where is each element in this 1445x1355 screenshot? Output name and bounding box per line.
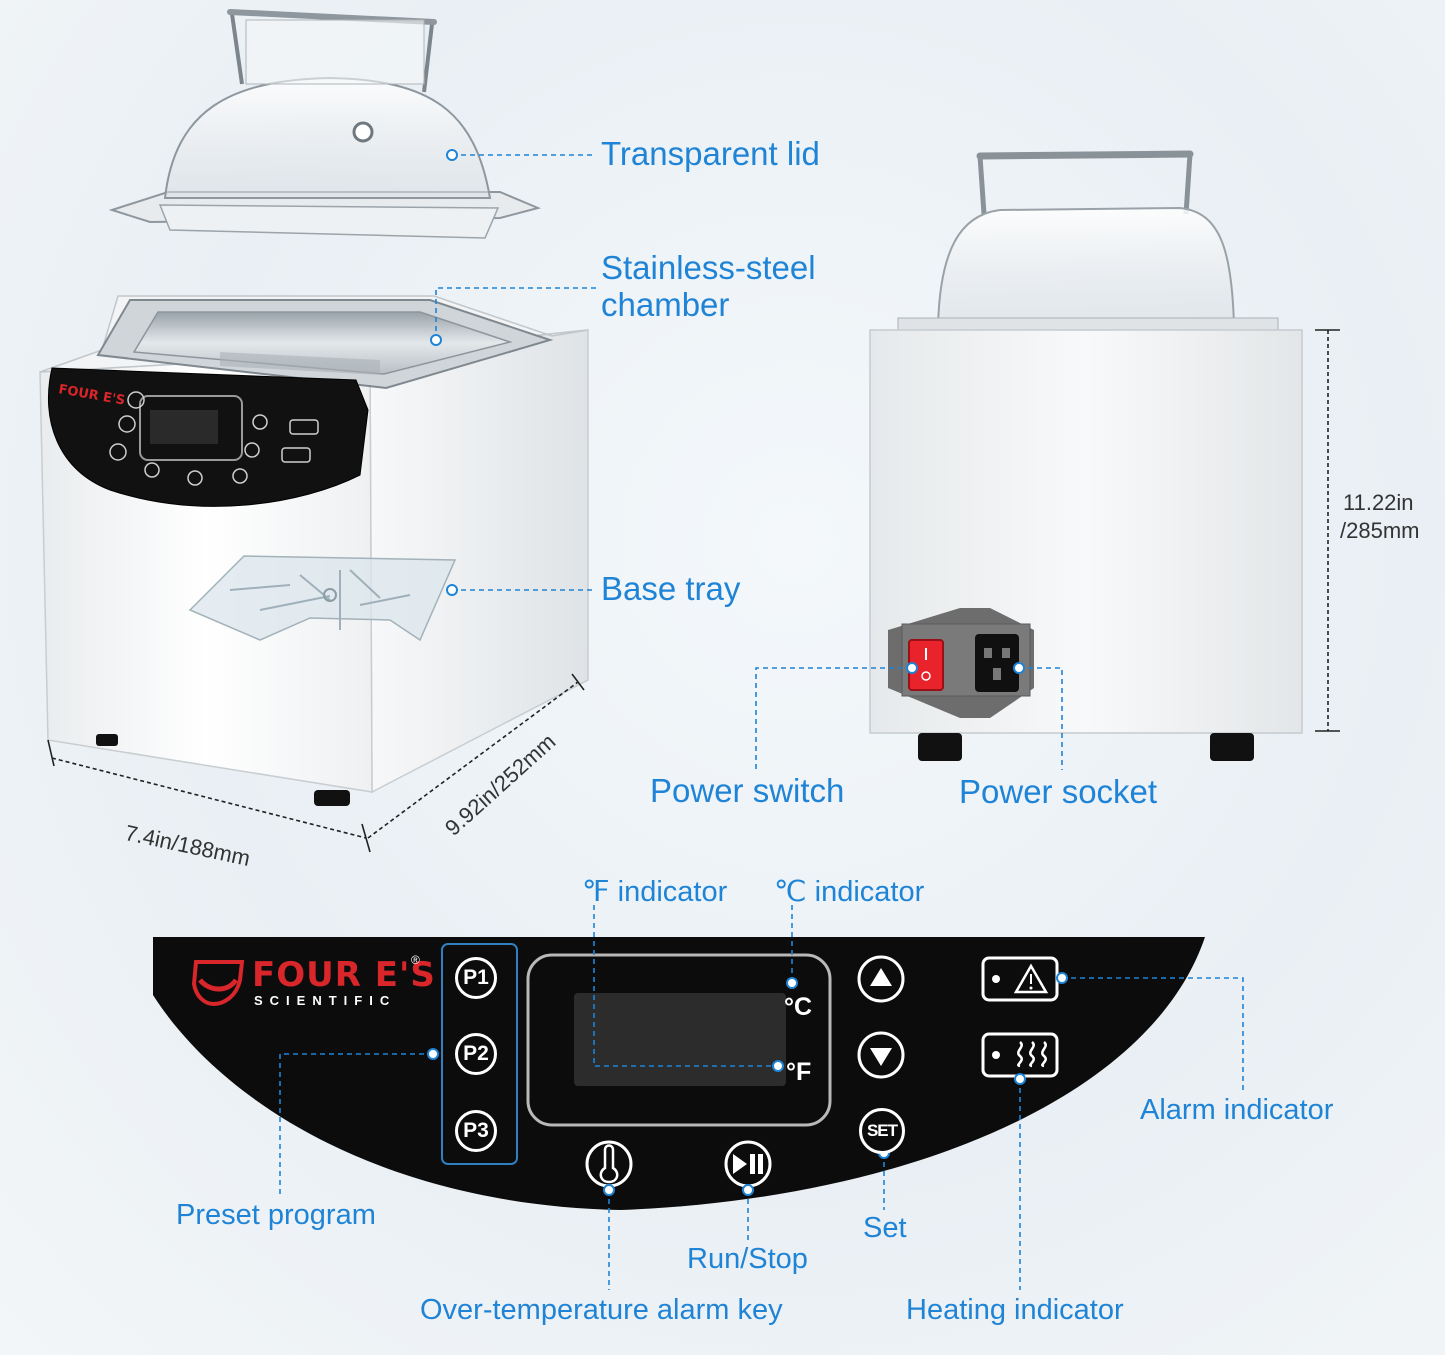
set-button[interactable]: SET <box>859 1108 905 1154</box>
preset-button-p1[interactable]: P1 <box>455 957 497 999</box>
brand-subtitle: SCIENTIFIC <box>254 993 397 1008</box>
preset-label: P2 <box>463 1042 489 1065</box>
label-transparent-lid: Transparent lid <box>601 135 820 172</box>
dimension-height-mm: /285mm <box>1340 518 1420 543</box>
label-heating-indicator: Heating indicator <box>906 1294 1124 1326</box>
preset-button-p3[interactable]: P3 <box>455 1110 497 1152</box>
alarm-warning-icon <box>1013 963 1049 994</box>
play-pause-icon <box>733 1154 763 1174</box>
alarm-indicator <box>981 956 1059 1002</box>
preset-button-p2[interactable]: P2 <box>455 1033 497 1075</box>
water-bath-product: FOUR E'S <box>39 9 589 806</box>
thermometer-icon <box>599 1144 619 1184</box>
dimension-lines <box>47 329 1340 853</box>
dimension-height-in: 11.22in <box>1343 490 1414 515</box>
water-bath-rear-view <box>869 150 1303 761</box>
preset-label: P3 <box>463 1119 489 1142</box>
stainless-steel-chamber <box>96 299 554 390</box>
label-power-switch: Power switch <box>650 772 845 809</box>
brand-logo <box>191 960 245 1007</box>
label-power-socket: Power socket <box>959 773 1158 810</box>
fahrenheit-unit: °F <box>786 1058 812 1086</box>
up-arrow-icon <box>870 968 892 986</box>
display-frame <box>526 953 832 1127</box>
heating-indicator <box>981 1032 1059 1078</box>
control-panel <box>153 937 1205 1210</box>
callout-leaders <box>279 154 1244 1290</box>
preset-label: P1 <box>463 966 489 989</box>
label-set: Set <box>863 1212 907 1244</box>
preset-group-box <box>441 943 518 1165</box>
temperature-display <box>574 993 786 1086</box>
brand-name: FOUR E'S <box>252 955 436 995</box>
run-stop-button[interactable] <box>724 1140 772 1188</box>
label-preset-program: Preset program <box>176 1199 376 1231</box>
down-button[interactable] <box>857 1031 905 1079</box>
brand-registered-mark: ® <box>411 953 420 967</box>
celsius-unit: °C <box>784 993 813 1021</box>
power-socket <box>975 634 1019 692</box>
label-c-indicator: ℃ indicator <box>774 876 925 908</box>
label-alarm-indicator: Alarm indicator <box>1140 1094 1334 1126</box>
up-button[interactable] <box>857 955 905 1003</box>
label-f-indicator: ℉ indicator <box>582 876 728 908</box>
heating-waves-icon <box>1017 1041 1047 1068</box>
over-temperature-alarm-key[interactable] <box>585 1140 633 1188</box>
base-tray <box>188 555 457 642</box>
transparent-lid <box>108 9 542 239</box>
down-arrow-icon <box>870 1048 892 1066</box>
set-button-label: SET <box>866 1121 898 1140</box>
label-run-stop: Run/Stop <box>687 1243 808 1275</box>
label-over-temperature-alarm-key: Over-temperature alarm key <box>420 1294 783 1326</box>
label-base-tray: Base tray <box>601 570 741 607</box>
label-stainless-steel-chamber: Stainless-steel chamber <box>601 249 816 323</box>
